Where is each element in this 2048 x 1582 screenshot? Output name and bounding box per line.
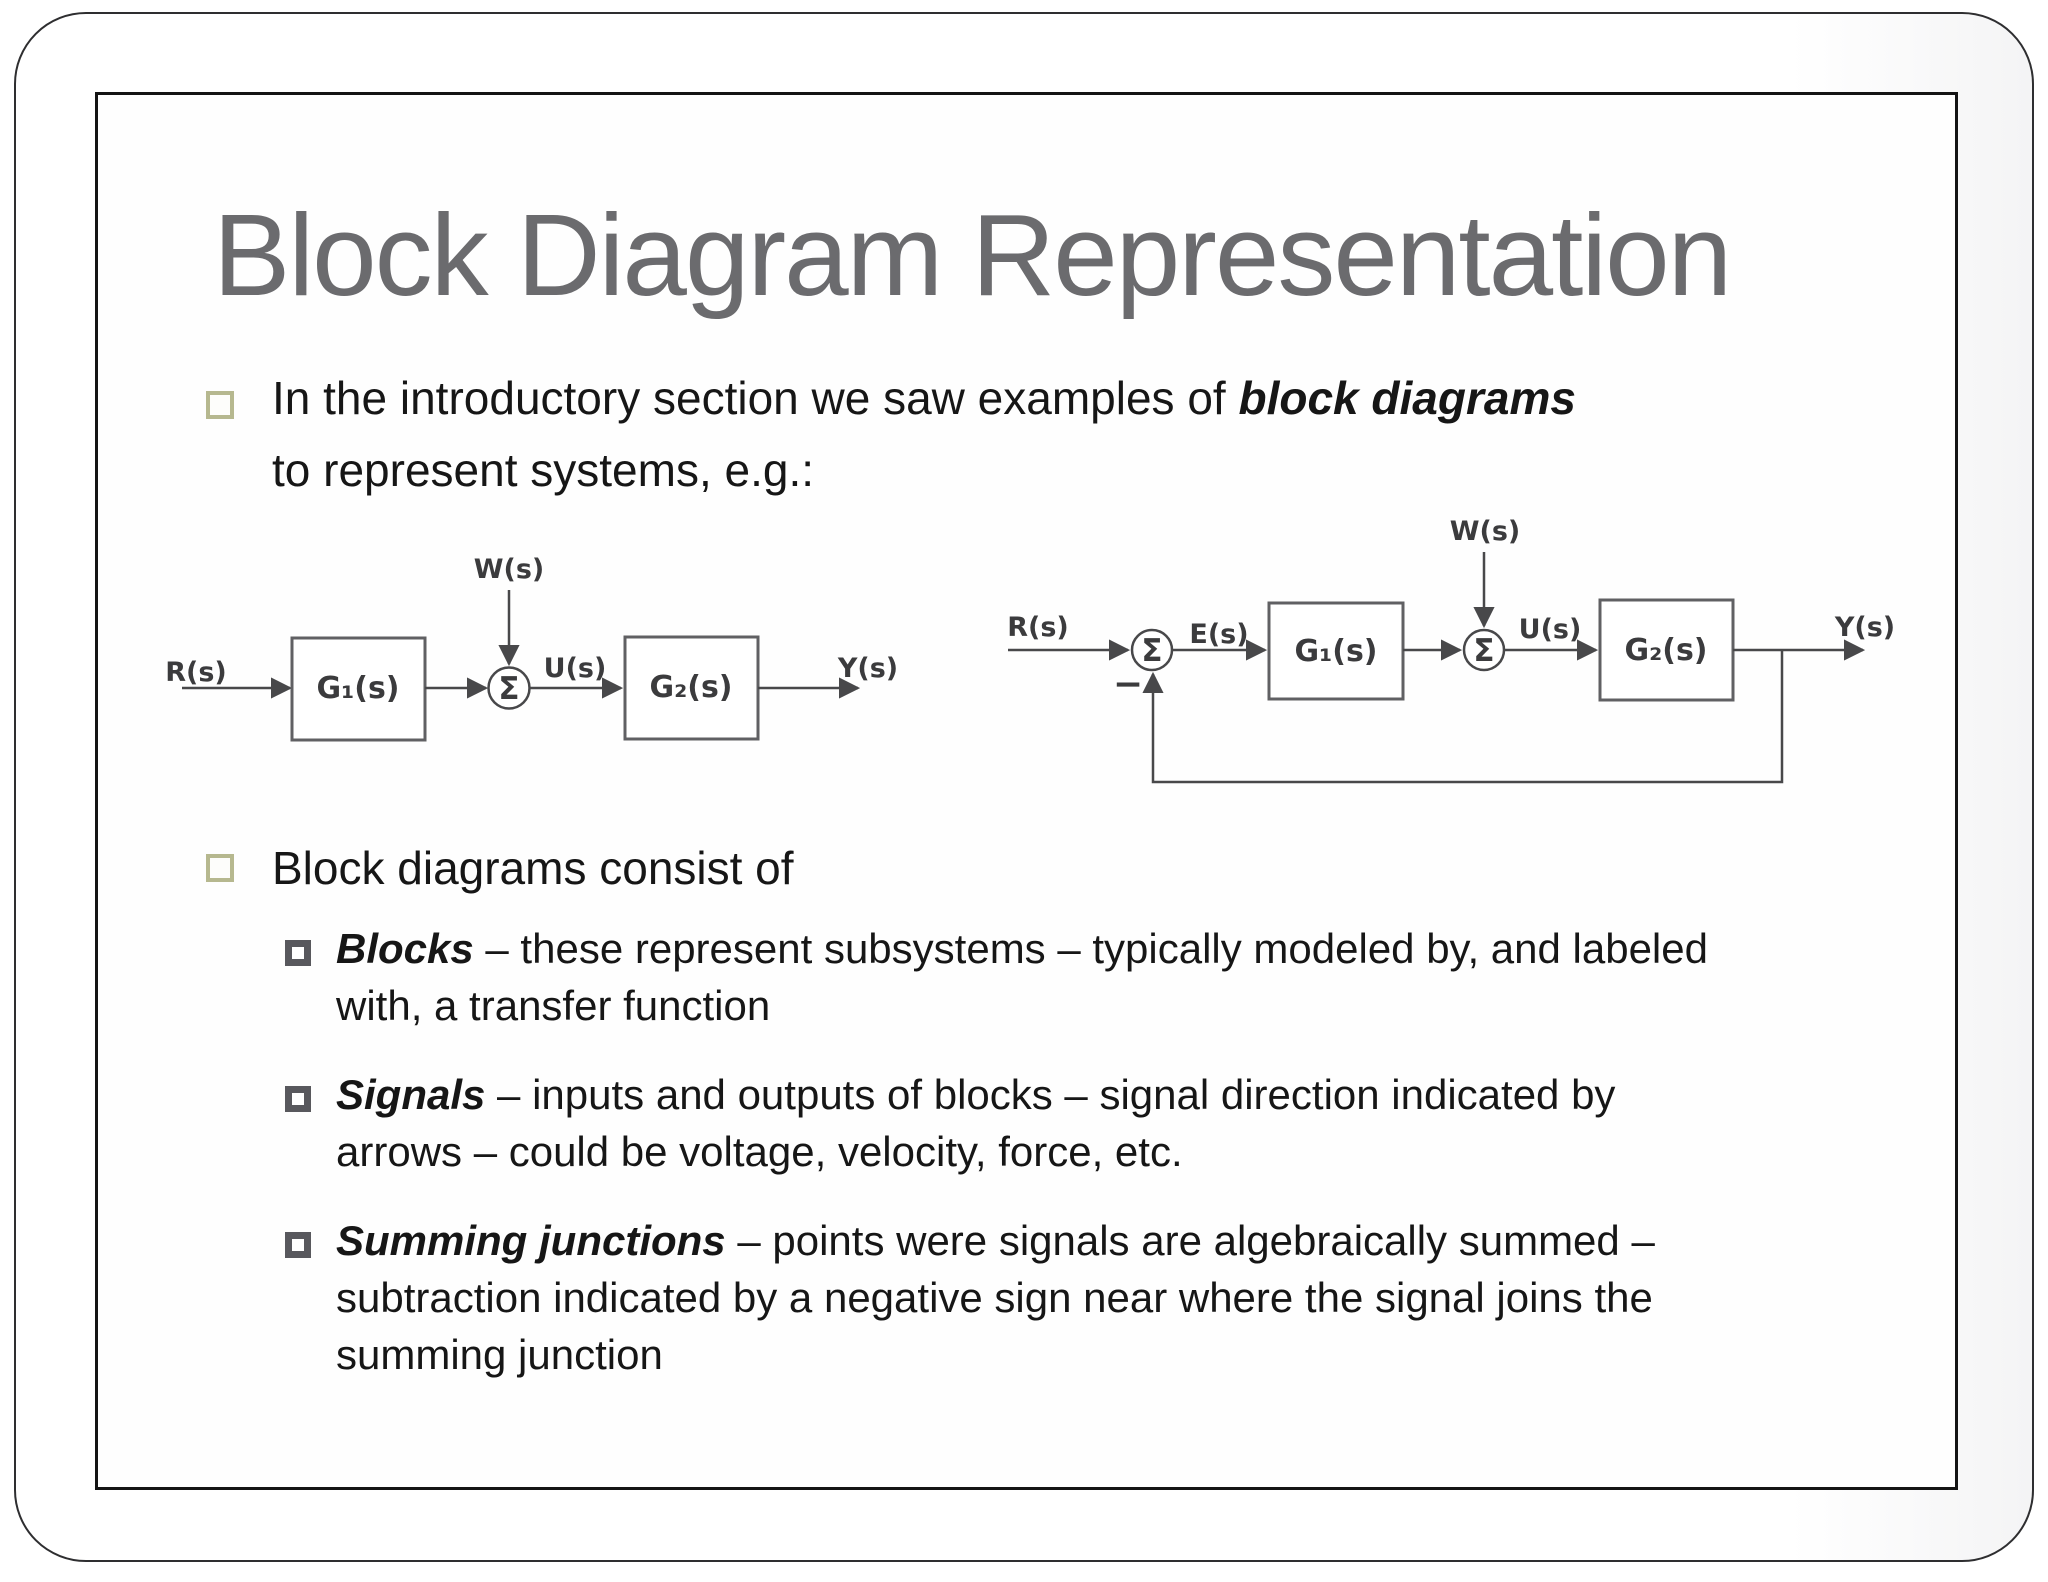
level2-bullet-square-icon xyxy=(285,940,311,966)
block-g2 xyxy=(1598,598,1735,702)
minus-sign: − xyxy=(1113,664,1143,705)
bullet-blocks-line-1: Blocks – these represent subsystems – ty… xyxy=(336,925,1708,972)
level2-bullet-square-icon xyxy=(285,1232,311,1258)
control-signal-label: U(s) xyxy=(544,653,607,684)
bullet-signals-line-2: arrows – could be voltage, velocity, for… xyxy=(336,1128,1183,1175)
disturbance-label: W(s) xyxy=(1450,516,1521,547)
bullet-intro: In the introductory section we saw examp… xyxy=(272,362,1576,506)
summing-junction-1-symbol: Σ xyxy=(1141,633,1162,669)
output-signal-label: Y(s) xyxy=(837,653,898,684)
bullet-intro-line-1: In the introductory section we saw examp… xyxy=(272,372,1576,424)
bullet-summing-line-2: subtraction indicated by a negative sign… xyxy=(336,1274,1653,1321)
summing-junction-2-symbol: Σ xyxy=(1473,633,1494,669)
bullet-summing-line-1: Summing junctions – points were signals … xyxy=(336,1217,1655,1264)
bullet-intro-line-2: to represent systems, e.g.: xyxy=(272,444,815,496)
level2-bullet-square-icon xyxy=(285,1086,311,1112)
block-g2 xyxy=(623,635,760,741)
block-g1-label: G₁(s) xyxy=(316,671,399,706)
block-g1-label: G₁(s) xyxy=(1294,634,1377,669)
bullet-summing-line-3: summing junction xyxy=(336,1331,663,1378)
bullet-signals: Signals – inputs and outputs of blocks –… xyxy=(336,1066,1615,1180)
level1-bullet-square-icon xyxy=(206,854,234,882)
block-g1 xyxy=(1267,601,1405,701)
slide-title: Block Diagram Representation xyxy=(213,190,1732,320)
bullet-blocks: Blocks – these represent subsystems – ty… xyxy=(336,920,1708,1034)
bullet-consist: Block diagrams consist of xyxy=(272,832,794,904)
error-signal-label: E(s) xyxy=(1189,619,1248,650)
input-signal-label: R(s) xyxy=(1007,612,1069,643)
summing-junction-symbol: Σ xyxy=(498,671,519,707)
bullet-blocks-line-2: with, a transfer function xyxy=(336,982,771,1029)
block-g2-label: G₂(s) xyxy=(1624,633,1707,668)
block-g2-label: G₂(s) xyxy=(649,670,732,705)
feedback-path xyxy=(1142,650,1784,784)
bullet-consist-line-1: Block diagrams consist of xyxy=(272,842,794,894)
closed-loop-block-diagram: R(s) Σ − E(s) G₁(s) W(s) Σ U(s) G₂(s) Y(… xyxy=(1007,516,1895,784)
open-loop-block-diagram: R(s) G₁(s) W(s) Σ U(s) G₂(s) Y(s) xyxy=(165,554,898,742)
slide-inner-border xyxy=(95,92,1958,1490)
output-signal-label: Y(s) xyxy=(1834,612,1895,643)
input-signal-label: R(s) xyxy=(165,657,227,688)
bullet-signals-line-1: Signals – inputs and outputs of blocks –… xyxy=(336,1071,1616,1118)
disturbance-label: W(s) xyxy=(474,554,545,585)
control-signal-label: U(s) xyxy=(1519,614,1582,645)
bullet-summing: Summing junctions – points were signals … xyxy=(336,1212,1655,1383)
level1-bullet-square-icon xyxy=(206,391,234,419)
block-g1 xyxy=(290,636,427,742)
summing-junction xyxy=(487,666,531,710)
